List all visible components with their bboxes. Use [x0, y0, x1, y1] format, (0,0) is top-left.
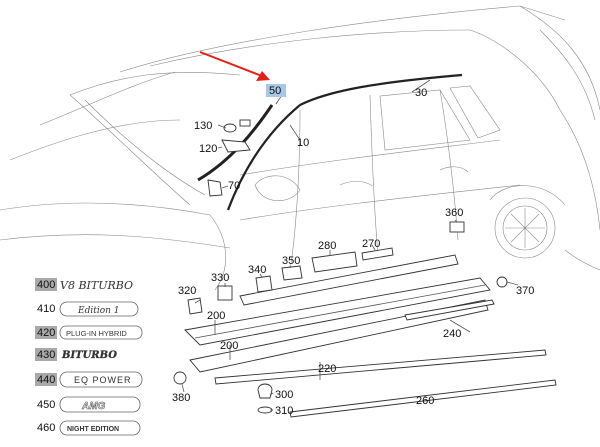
side-skirt-upper	[184, 277, 491, 346]
car-outline	[0, 5, 600, 291]
badge-460-num: 460	[37, 422, 55, 434]
callout-350: 350	[282, 255, 300, 267]
callout-320: 320	[178, 285, 196, 297]
part-350	[281, 265, 303, 281]
part-310	[257, 406, 273, 414]
part-340	[255, 275, 273, 293]
part-360	[449, 221, 465, 233]
badge-430-text: BITURBO	[61, 350, 117, 361]
red-arrow	[199, 51, 270, 81]
badge-430-num-highlight	[35, 348, 57, 361]
callout-310: 310	[275, 405, 293, 417]
part-330	[217, 285, 233, 301]
badge-420-num-highlight	[35, 326, 57, 339]
leader-lines	[181, 79, 471, 411]
callout-340: 340	[248, 264, 266, 276]
clip-70	[207, 179, 229, 197]
callout-220: 220	[318, 363, 336, 375]
callout-120: 120	[199, 143, 217, 155]
part-370	[496, 276, 519, 288]
roof-moulding	[226, 73, 463, 211]
callout-200-upper: 200	[207, 310, 225, 322]
badge-400-text: V8 BITURBO	[60, 279, 133, 292]
callout-50: 50	[269, 85, 281, 97]
part-320	[187, 297, 203, 315]
clip-130	[217, 119, 251, 133]
badge-410-emblem	[59, 301, 139, 317]
badge-440-emblem	[59, 371, 143, 388]
callout-50-highlight	[266, 84, 286, 97]
callout-240: 240	[443, 328, 461, 340]
moulding-240	[404, 299, 495, 321]
callout-330: 330	[211, 272, 229, 284]
callout-270: 270	[362, 238, 380, 250]
callout-380: 380	[172, 392, 190, 404]
side-skirt-middle	[239, 254, 459, 306]
badge-460-text: NIGHT EDITION	[67, 426, 119, 433]
badge-440-num-highlight	[35, 373, 57, 386]
callout-70: 70	[228, 180, 240, 192]
callout-10: 10	[297, 137, 309, 149]
badge-420-text: PLUG-IN HYBRID	[66, 329, 127, 338]
badge-400-num-highlight	[35, 278, 57, 291]
badge-450-emblem	[59, 396, 141, 413]
badge-410-text: Edition 1	[77, 306, 120, 316]
callout-200-lower: 200	[220, 340, 238, 352]
badge-440-text: EQ POWER	[74, 375, 132, 385]
callout-30: 30	[415, 87, 427, 99]
callout-280: 280	[318, 240, 336, 252]
badge-460-emblem	[59, 420, 141, 436]
badge-420-emblem	[59, 325, 143, 340]
badge-410-num: 410	[37, 303, 55, 315]
callout-370: 370	[516, 285, 534, 297]
moulding-260	[289, 379, 557, 418]
badge-450-text: AMG	[81, 401, 106, 412]
callout-260: 260	[416, 395, 434, 407]
callout-360: 360	[445, 207, 463, 219]
moulding-220	[214, 349, 547, 385]
part-380	[173, 371, 187, 385]
clip-120	[217, 139, 251, 153]
badge-450-num: 450	[37, 399, 55, 411]
callout-300: 300	[275, 389, 293, 401]
callout-130: 130	[194, 120, 212, 132]
part-280	[311, 251, 358, 273]
callouts: 50 30 10 130 120 70 360 280 270 330 340 …	[172, 84, 534, 417]
part-270	[361, 247, 394, 261]
badge-430-num: 430	[37, 349, 55, 361]
part-300	[257, 383, 273, 399]
badge-420-num: 420	[37, 327, 55, 339]
badge-400-num: 400	[37, 279, 55, 291]
badge-list: 400 V8 BITURBO 410 Edition 1 420 PLUG-IN…	[35, 278, 143, 436]
badge-440-num: 440	[37, 374, 55, 386]
